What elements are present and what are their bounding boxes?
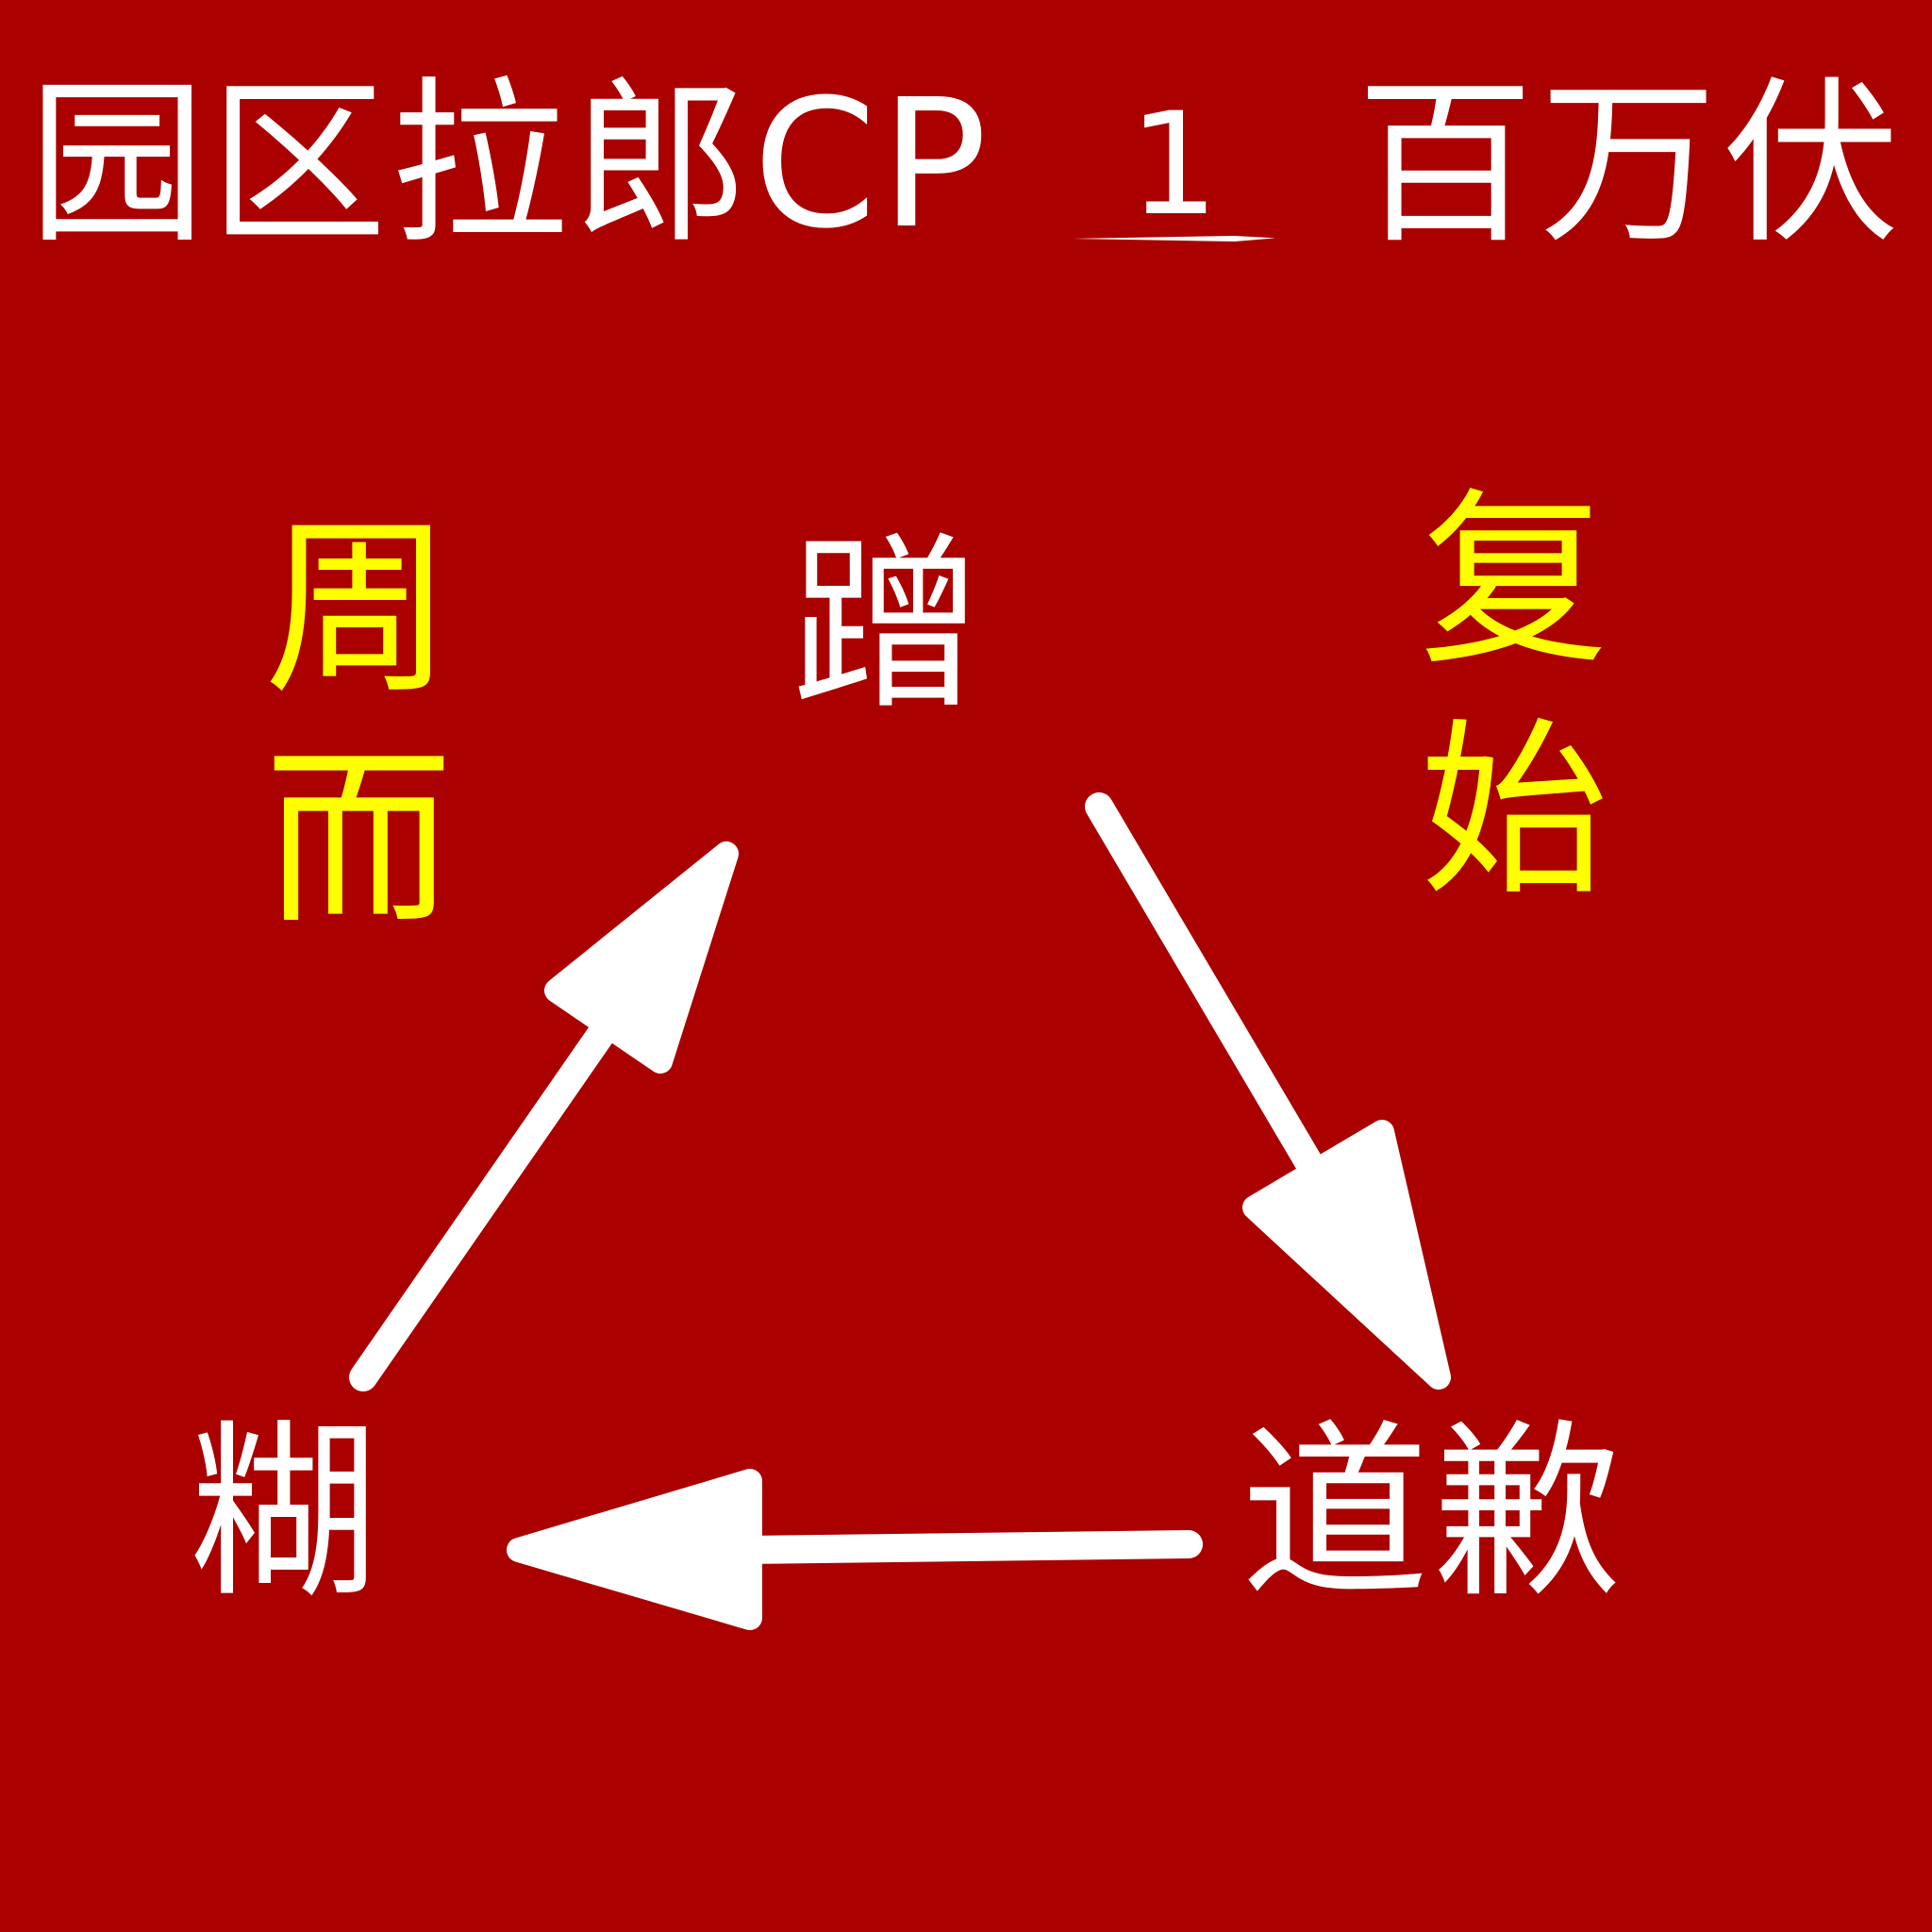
title-number-underline <box>1072 236 1276 242</box>
arrow-shaft-2 <box>731 1530 1203 1564</box>
side-label-left: 周 而 <box>264 495 453 956</box>
arrow-bottom-left-to-top <box>349 841 739 1391</box>
title-number-text: 1 <box>1128 83 1220 247</box>
side-left-char-2: 而 <box>264 730 454 950</box>
title-banner: 园区拉郎CP 1 百万伏 <box>28 57 1906 274</box>
node-bottom-left: 糊 <box>189 1404 378 1624</box>
side-right-char-2: 始 <box>1420 702 1609 922</box>
node-top: 蹭 <box>792 517 982 737</box>
arrow-shaft-1 <box>1085 792 1330 1189</box>
arrow-head-3 <box>544 841 739 1074</box>
arrow-top-to-bottom-right <box>1085 792 1451 1390</box>
arrow-head-1 <box>1242 1120 1451 1390</box>
arrow-head-2 <box>507 1469 762 1630</box>
title-number: 1 <box>1072 94 1276 242</box>
arrow-bottom-right-to-bottom-left <box>507 1469 1203 1630</box>
title-right-text: 百万伏 <box>1356 61 1906 268</box>
side-label-right: 复 始 <box>1420 467 1608 927</box>
title-left-text: 园区拉郎CP <box>28 61 991 268</box>
side-left-char-1: 周 <box>264 500 454 720</box>
side-right-char-1: 复 <box>1420 472 1609 691</box>
arrow-shaft-3 <box>349 1009 623 1391</box>
node-bottom-right: 道歉 <box>1241 1404 1626 1624</box>
